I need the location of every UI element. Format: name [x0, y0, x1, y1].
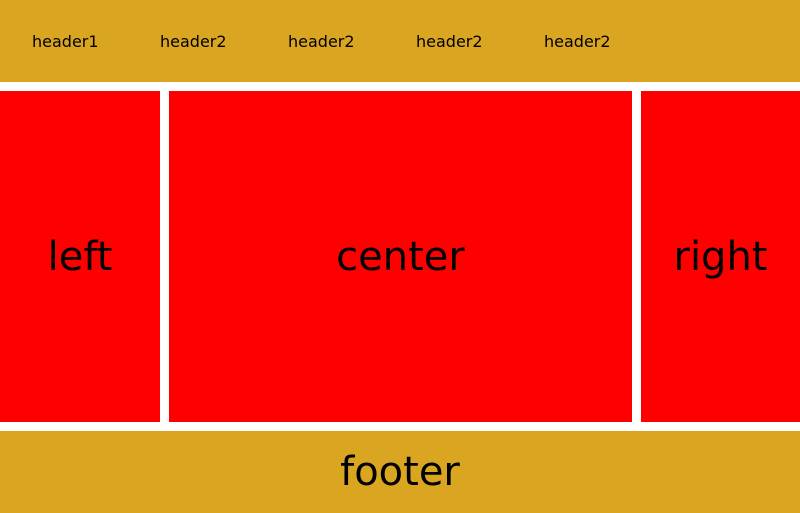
header-nav-item-4[interactable]: header2: [416, 32, 483, 51]
footer-label: footer: [340, 449, 460, 495]
center-panel-label: center: [336, 233, 465, 280]
page-footer: footer: [0, 431, 800, 513]
right-panel: right: [641, 91, 800, 422]
header-nav-item-2[interactable]: header2: [160, 32, 227, 51]
header-nav-item-5[interactable]: header2: [544, 32, 611, 51]
header-nav-item-1[interactable]: header1: [32, 32, 99, 51]
left-panel: left: [0, 91, 160, 422]
header-nav-item-3[interactable]: header2: [288, 32, 355, 51]
left-panel-label: left: [47, 233, 113, 280]
center-panel: center: [169, 91, 632, 422]
page-header: header1 header2 header2 header2 header2: [0, 0, 800, 82]
right-panel-label: right: [673, 233, 768, 280]
